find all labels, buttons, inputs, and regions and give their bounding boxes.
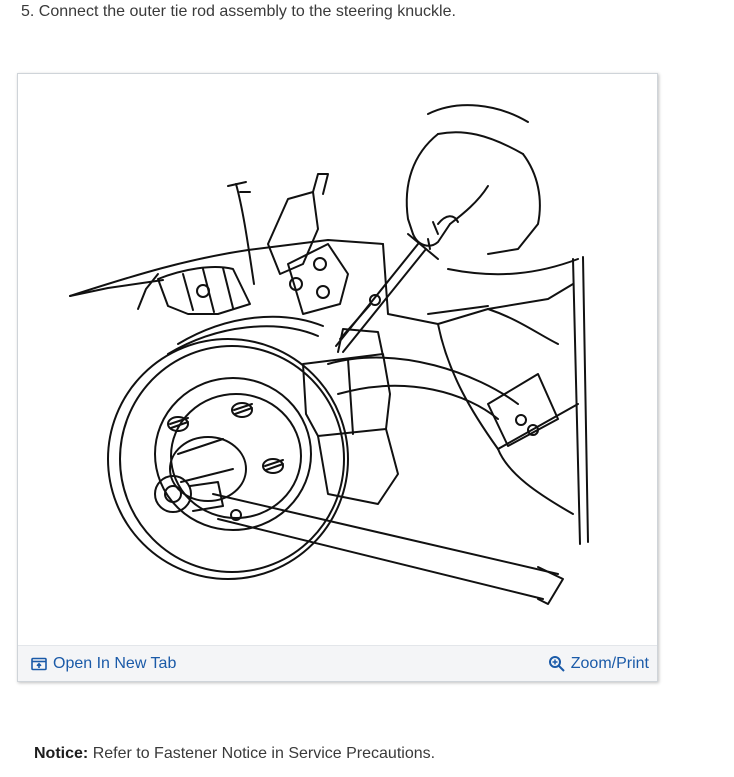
open-in-new-tab-icon — [31, 657, 47, 670]
step-text: Connect the outer tie rod assembly to th… — [38, 3, 456, 20]
notice-body: Refer to Fastener Notice in Service Prec… — [92, 745, 436, 762]
open-in-new-tab-link[interactable]: Open In New Tab — [31, 655, 176, 673]
figure-panel: Open In New Tab Zoom/Print — [17, 73, 658, 682]
notice-text: Notice: Refer to Fastener Notice in Serv… — [34, 745, 435, 763]
step-instruction: 5. Connect the outer tie rod assembly to… — [21, 3, 456, 21]
figure-toolbar: Open In New Tab Zoom/Print — [18, 645, 657, 681]
zoom-print-label: Zoom/Print — [570, 654, 649, 672]
magnifier-icon — [548, 656, 565, 672]
step-number: 5. — [21, 3, 35, 20]
outer-tie-rod-to-knuckle-illustration — [69, 104, 589, 605]
zoom-print-link[interactable]: Zoom/Print — [548, 655, 649, 673]
notice-label: Notice: — [34, 745, 89, 762]
open-in-new-tab-label: Open In New Tab — [53, 654, 177, 672]
